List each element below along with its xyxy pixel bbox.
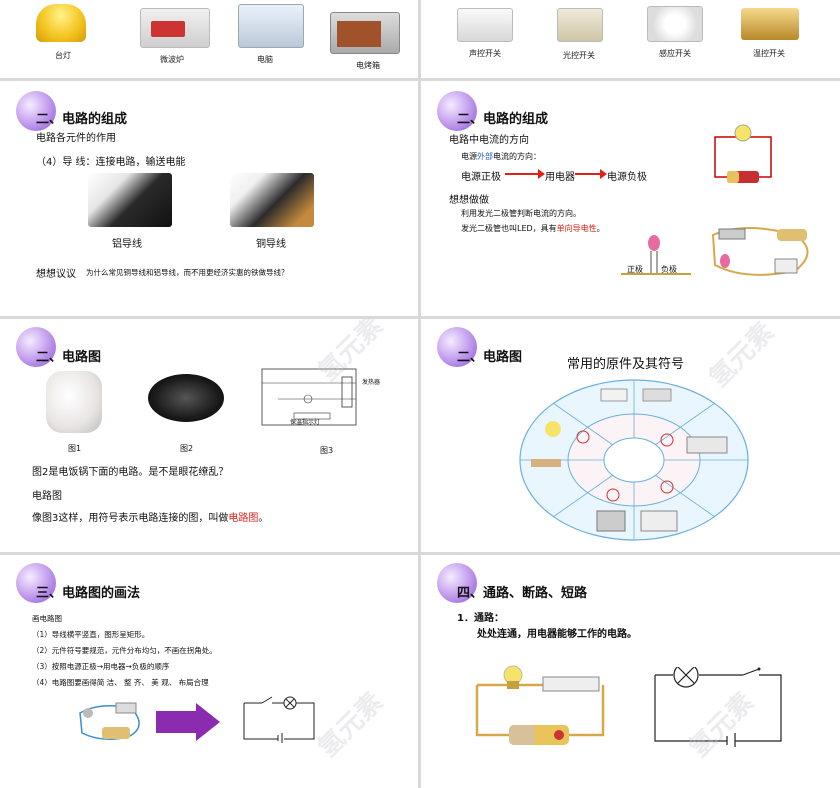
circuit-diagram-drawing (243, 696, 315, 743)
think-discuss-question: 为什么常见铜导线和铝导线，而不用更经济实惠的铁做导线？ (86, 268, 289, 277)
closed-circuit-item: 1．通路： (457, 613, 504, 624)
led-property: 发光二极管也叫LED，具有单向导电性。 (461, 224, 605, 233)
figure1-caption: 图1 (68, 444, 82, 453)
caption-sound-switch: 声控开关 (469, 49, 501, 58)
question-text: 图2是电饭锅下面的电路。是不是眼花缭乱？ (32, 467, 229, 478)
symbols-heading: 常用的原件及其符号 (567, 357, 685, 372)
caption-oven: 电烤箱 (356, 61, 380, 70)
title-bubble-icon (16, 327, 56, 367)
caption-sensor-switch: 感应开关 (659, 49, 691, 58)
closed-circuit-physical-image (475, 665, 605, 745)
led-instruction: 利用发光二极管判断电流的方向。 (461, 209, 581, 218)
figure3-caption: 图3 (320, 446, 334, 455)
caption-microwave: 微波炉 (160, 55, 184, 64)
title-bubble-icon (437, 327, 477, 367)
toaster-oven-image (330, 12, 400, 54)
slide-circuit-composition-wires[interactable]: 二、电路的组成 电路各元件的作用 （4）导 线：连接电路，输送电能 铝导线 铜导… (0, 81, 418, 316)
computer-image (238, 4, 304, 48)
flow-arrow-icon-2 (575, 173, 601, 175)
drawing-rule-4: （4）电路图要画得简 洁、 整 齐、 美 观、 布局合理 (32, 678, 209, 687)
aluminum-wire-image (88, 173, 172, 227)
sound-switch-image (457, 8, 513, 42)
oven-window-icon (337, 21, 381, 47)
closed-circuit-diagram (654, 667, 782, 747)
light-switch-image (557, 8, 603, 42)
indicator-lamp-label: 保温指示灯 (290, 419, 321, 426)
symbol-wheel-diagram (519, 379, 749, 541)
slide-subtitle: 电路中电流的方向 (449, 135, 529, 146)
slide-title: 三、电路图的画法 (36, 586, 141, 601)
drawing-rule-1: （1）导线横平竖直，图形呈矩形。 (32, 630, 150, 639)
think-do-label: 想想做做 (449, 195, 489, 206)
drawing-rule-2: （2）元件符号要规范，元件分布均匀，不画在拐角处。 (32, 646, 217, 655)
cooker-bottom-image (148, 374, 224, 422)
sensor-switch-image (647, 6, 703, 42)
definition-text: 像图3这样，用符号表示电路连接的图，叫做电路图。 (32, 513, 269, 524)
flow-arrow-icon-1 (505, 173, 539, 175)
watermark: 氢元素 (312, 687, 389, 764)
figure2-caption: 图2 (180, 444, 194, 453)
title-bubble-icon (437, 91, 477, 131)
caption-light-switch: 光控开关 (563, 51, 595, 60)
slide-title: 二、电路图 (457, 350, 523, 365)
slide-title: 四、通路、断路、短路 (457, 586, 588, 601)
closed-circuit-definition: 处处连通，用电器能够工作的电路。 (477, 629, 637, 640)
drawing-rule-3: （3）按照电源正极→用电器→负极的顺序 (32, 662, 170, 671)
heater-label: 发热器 (362, 379, 381, 386)
slide-current-direction[interactable]: 二、电路的组成 电路中电流的方向 电源外部电流的方向： 电源正极 用电器 电源负… (421, 81, 840, 316)
temp-switch-image (741, 8, 799, 40)
slide-switches[interactable]: 声控开关 光控开关 感应开关 温控开关 (421, 0, 840, 78)
flow-arrowhead-icon-2 (600, 169, 607, 179)
aluminum-wire-caption: 铝导线 (112, 239, 142, 250)
term-circuit-diagram: 电路图 (32, 491, 62, 502)
slide-closed-circuit[interactable]: 四、通路、断路、短路 1．通路： 处处连通，用电器能够工作的电路。 氢元素 (421, 555, 840, 788)
current-direction-intro: 电源外部电流的方向： (461, 152, 541, 161)
wire-description: （4）导 线：连接电路，输送电能 (36, 157, 186, 168)
arrow-icon (156, 711, 198, 733)
physical-circuit-image (79, 702, 140, 740)
flow-negative: 电源负极 (607, 172, 647, 183)
microwave-image (140, 8, 210, 48)
title-bubble-icon (16, 563, 56, 603)
copper-wire-image (230, 173, 314, 227)
simple-circuit-diagram (714, 124, 772, 183)
title-bubble-icon (437, 563, 477, 603)
led-negative-label: 负极 (661, 265, 677, 274)
flow-appliance: 用电器 (545, 172, 575, 183)
cooker-circuit-schematic (261, 368, 357, 426)
slide-component-symbols[interactable]: 二、电路图 常用的原件及其符号 (421, 319, 840, 552)
slide-title: 二、电路图 (36, 350, 102, 365)
slide-drawing-method[interactable]: 三、电路图的画法 画电路图 （1）导线横平竖直，图形呈矩形。 （2）元件符号要规… (0, 555, 418, 788)
slide-appliances[interactable]: 台灯 微波炉 电脑 电烤箱 (0, 0, 418, 78)
led-symbol-image (621, 235, 691, 275)
caption-computer: 电脑 (257, 55, 273, 64)
copper-wire-caption: 铜导线 (256, 239, 286, 250)
drawing-heading: 画电路图 (32, 614, 62, 623)
slide-circuit-diagram[interactable]: 二、电路图 发热器 保温指示灯 图1 图2 图3 图2是电饭锅下面的电路。是不是… (0, 319, 418, 552)
microwave-display-icon (151, 21, 185, 37)
caption-temp-switch: 温控开关 (753, 49, 785, 58)
led-positive-label: 正极 (627, 265, 643, 274)
desk-lamp-image (36, 4, 86, 42)
slide-title: 二、电路的组成 (36, 112, 128, 127)
led-circuit-image (711, 227, 809, 276)
rice-cooker-image (46, 371, 102, 433)
title-bubble-icon (16, 91, 56, 131)
flow-arrowhead-icon-1 (538, 169, 545, 179)
slide-title: 二、电路的组成 (457, 112, 549, 127)
flow-positive: 电源正极 (461, 172, 501, 183)
think-discuss-label: 想想议议 (36, 269, 76, 280)
slide-subtitle: 电路各元件的作用 (36, 133, 116, 144)
arrowhead-icon (196, 703, 220, 741)
caption-lamp: 台灯 (55, 51, 71, 60)
